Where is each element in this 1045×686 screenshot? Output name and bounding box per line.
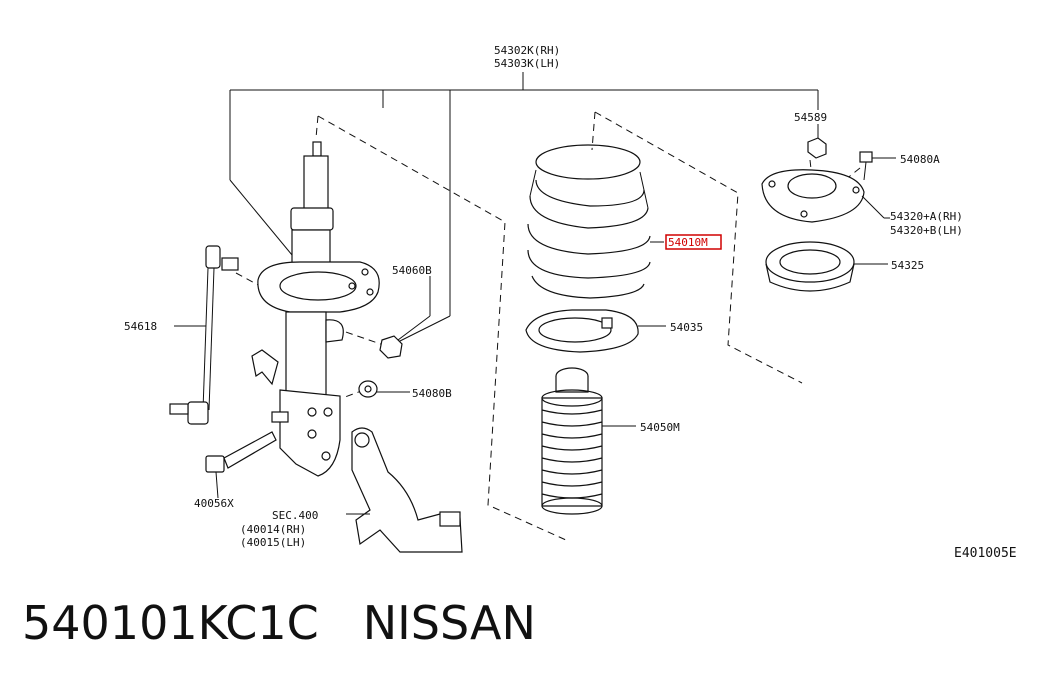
label-assembly-lh: 54303K(LH) bbox=[494, 57, 560, 70]
label-bolt-c: 40056X bbox=[194, 497, 234, 510]
label-stabilizer-link: 54618 bbox=[124, 320, 157, 333]
label-bolt-a: 54080A bbox=[900, 153, 940, 166]
label-knuckle-rh: (40014(RH) bbox=[240, 523, 306, 536]
bearing-54325 bbox=[765, 241, 855, 292]
washer-54080b bbox=[358, 380, 378, 398]
part-caption: 540101KC1C NISSAN bbox=[22, 596, 536, 650]
label-bolt-b: 54080B bbox=[412, 387, 452, 400]
caption-brand: NISSAN bbox=[362, 596, 536, 650]
label-mount-rh: 54320+A(RH) bbox=[890, 210, 963, 223]
label-knuckle-lh: (40015(LH) bbox=[240, 536, 306, 549]
strut-assembly bbox=[251, 141, 380, 477]
bolt-54080a bbox=[859, 151, 873, 181]
label-sec-ref: SEC.400 bbox=[272, 509, 318, 522]
coil-spring-highlight-box[interactable] bbox=[665, 234, 722, 250]
caption-part-number: 540101KC1C bbox=[22, 596, 319, 650]
bolt-40056x bbox=[205, 431, 277, 473]
steering-knuckle bbox=[351, 427, 463, 553]
label-coil-spring[interactable]: 54010M bbox=[668, 236, 708, 249]
assembly-bracket bbox=[229, 72, 819, 346]
mount-nut-54589 bbox=[807, 137, 827, 159]
stabilizer-link bbox=[169, 245, 239, 425]
leader-lines bbox=[174, 124, 896, 515]
label-spring-seat: 54035 bbox=[670, 321, 703, 334]
label-nut-b: 54060B bbox=[392, 264, 432, 277]
label-assembly-rh: 54302K(RH) bbox=[494, 44, 560, 57]
strut-mount bbox=[761, 169, 865, 223]
label-mount-lh: 54320+B(LH) bbox=[890, 224, 963, 237]
label-strut-mount-nut: 54589 bbox=[794, 111, 827, 124]
label-bumper-boot: 54050M bbox=[640, 421, 680, 434]
coil-spring bbox=[527, 144, 651, 299]
spring-seat bbox=[525, 309, 639, 353]
bumper-boot bbox=[541, 367, 603, 515]
nut-54060b bbox=[379, 335, 403, 359]
label-bearing: 54325 bbox=[891, 259, 924, 272]
label-figure-code: E401005E bbox=[954, 546, 1017, 561]
